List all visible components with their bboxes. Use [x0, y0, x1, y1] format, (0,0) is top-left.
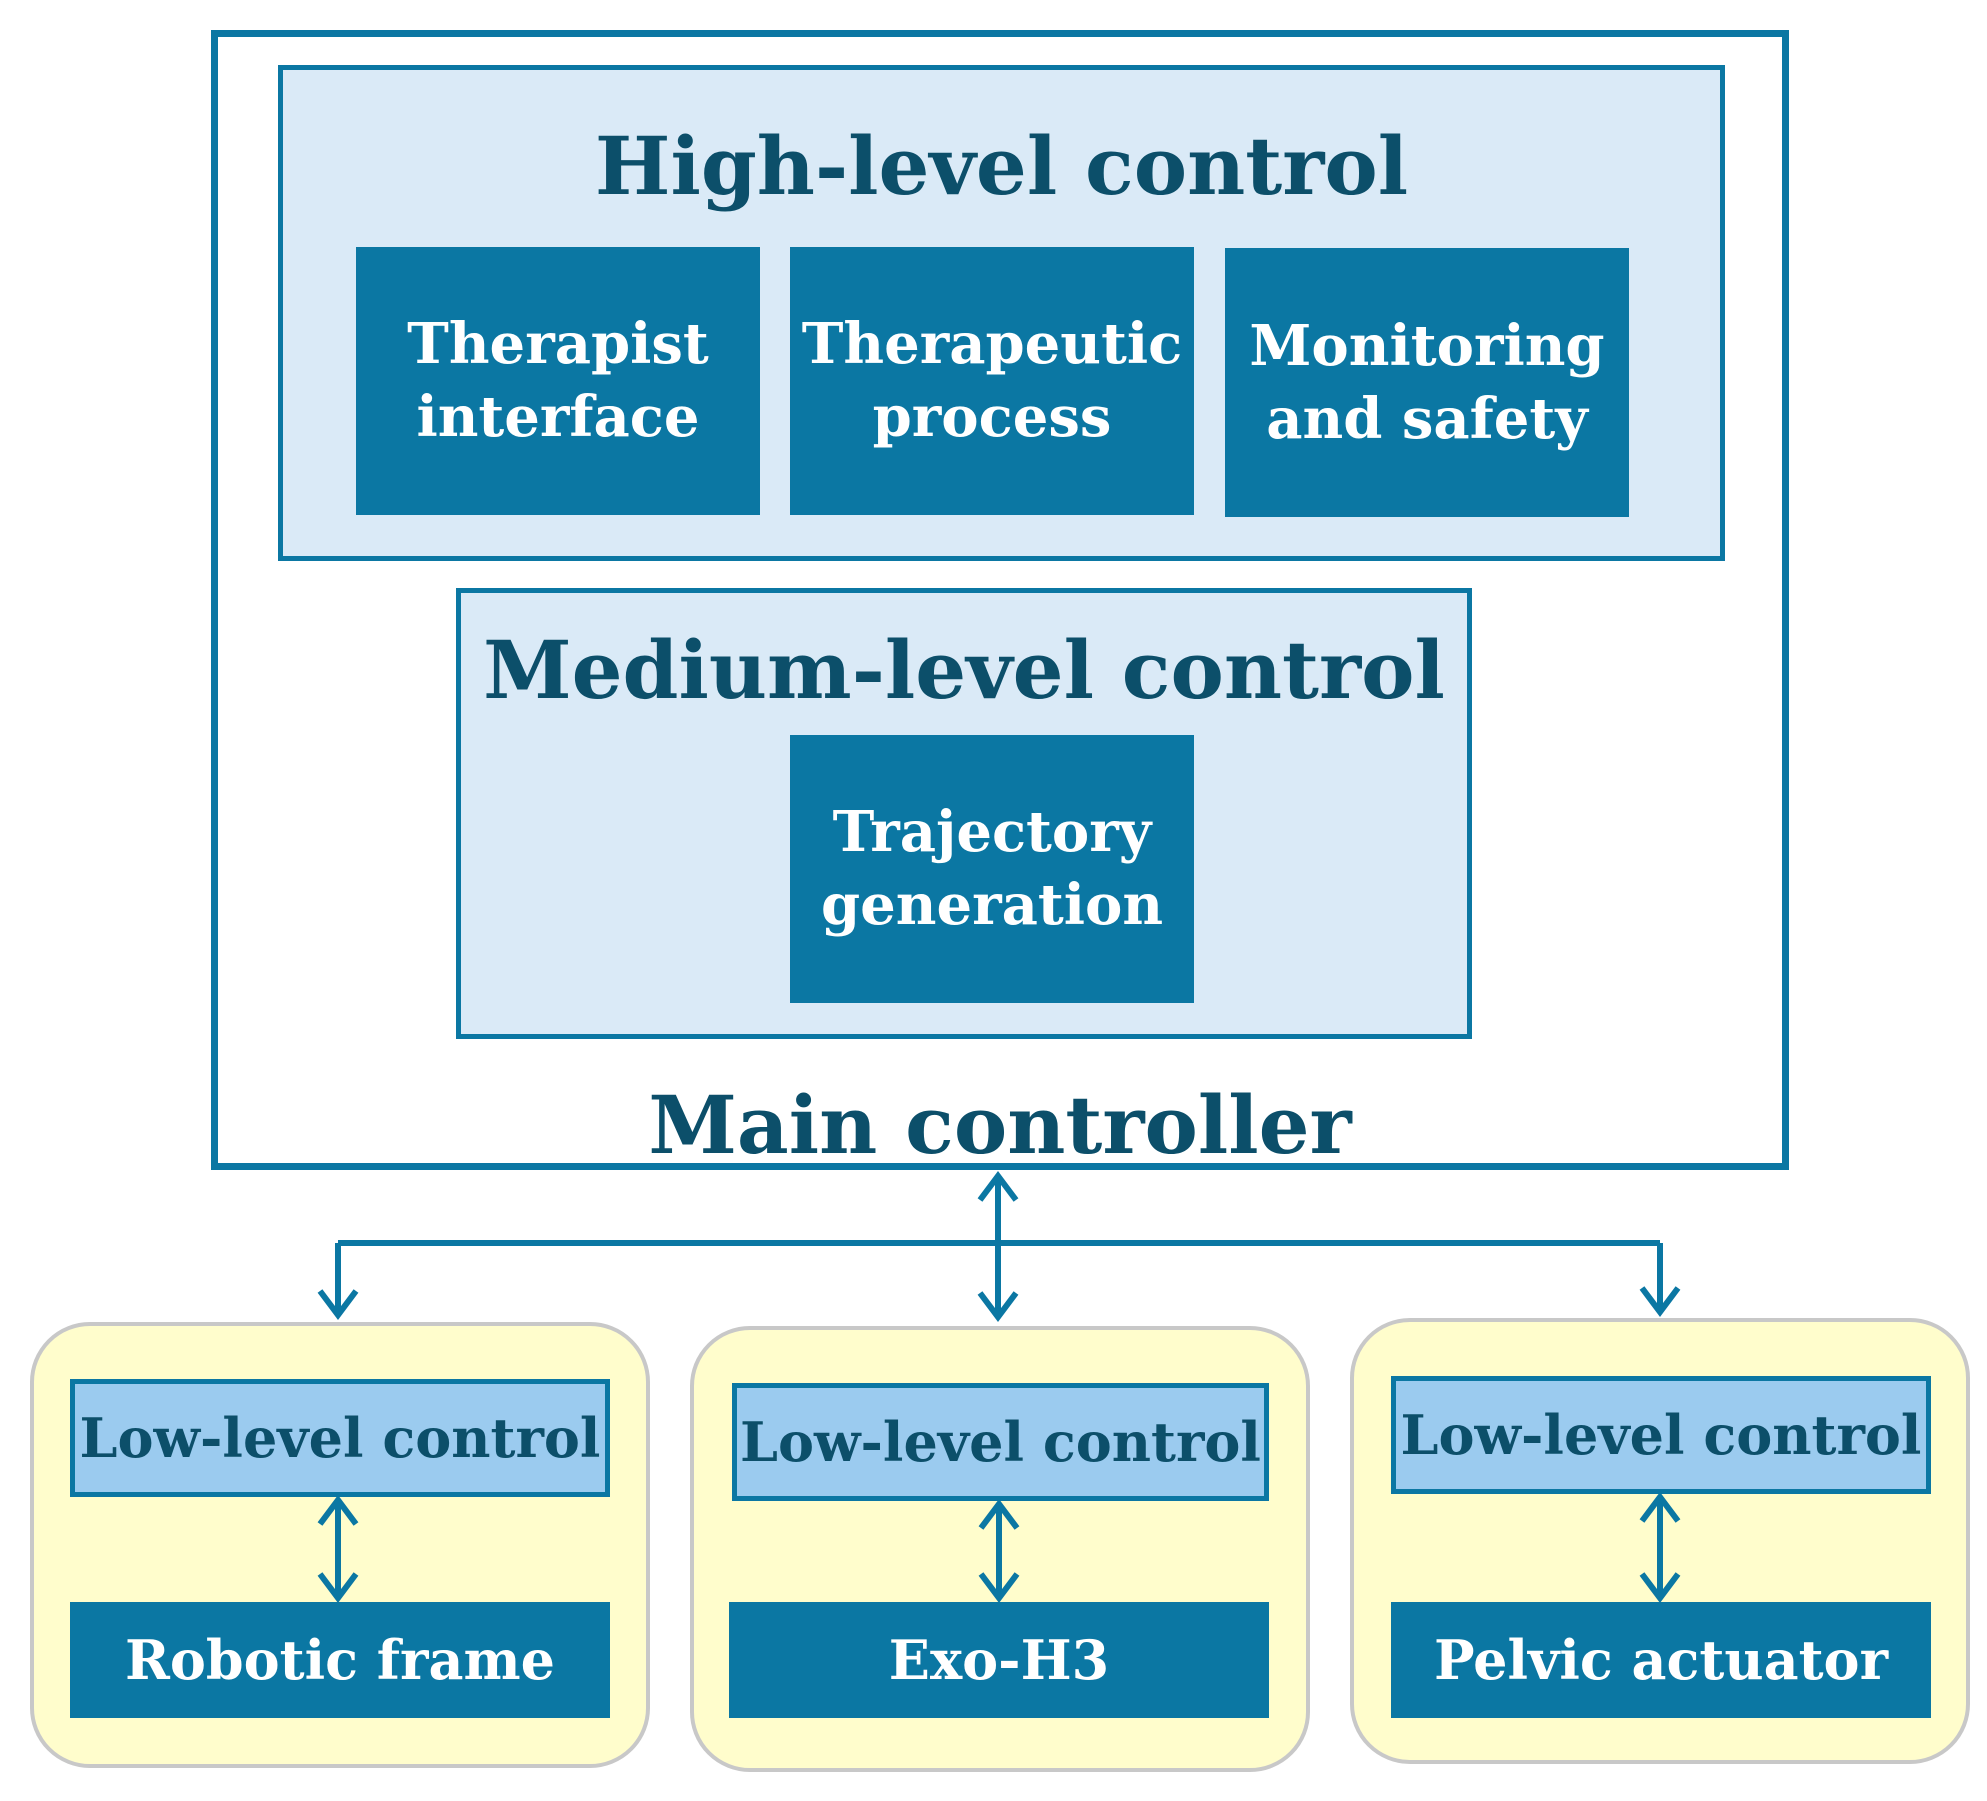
arrowhead-down-left — [317, 1289, 359, 1320]
therapeutic-process-block: Therapeutic process — [790, 247, 1194, 515]
therapist-interface-block: Therapist interface — [356, 247, 760, 515]
main-controller-title: Main controller — [648, 1078, 1352, 1172]
pelvic-actuator-box: Pelvic actuator — [1391, 1602, 1931, 1718]
monitoring-safety-block: Monitoring and safety — [1225, 248, 1629, 517]
low-level-control-box-1: Low-level control — [70, 1379, 610, 1497]
medium-level-title: Medium-level control — [483, 623, 1445, 717]
arrowhead-down-right — [1639, 1286, 1681, 1317]
low-level-control-box-2: Low-level control — [732, 1383, 1269, 1501]
robotic-frame-box: Robotic frame — [70, 1602, 610, 1718]
arrowhead-up-main — [977, 1171, 1019, 1202]
low-level-control-box-3: Low-level control — [1391, 1376, 1931, 1494]
high-level-title: High-level control — [594, 119, 1409, 213]
trajectory-generation-block: Trajectory generation — [790, 735, 1194, 1003]
exo-h3-box: Exo-H3 — [729, 1602, 1269, 1718]
arrowhead-down-mid — [977, 1291, 1019, 1322]
